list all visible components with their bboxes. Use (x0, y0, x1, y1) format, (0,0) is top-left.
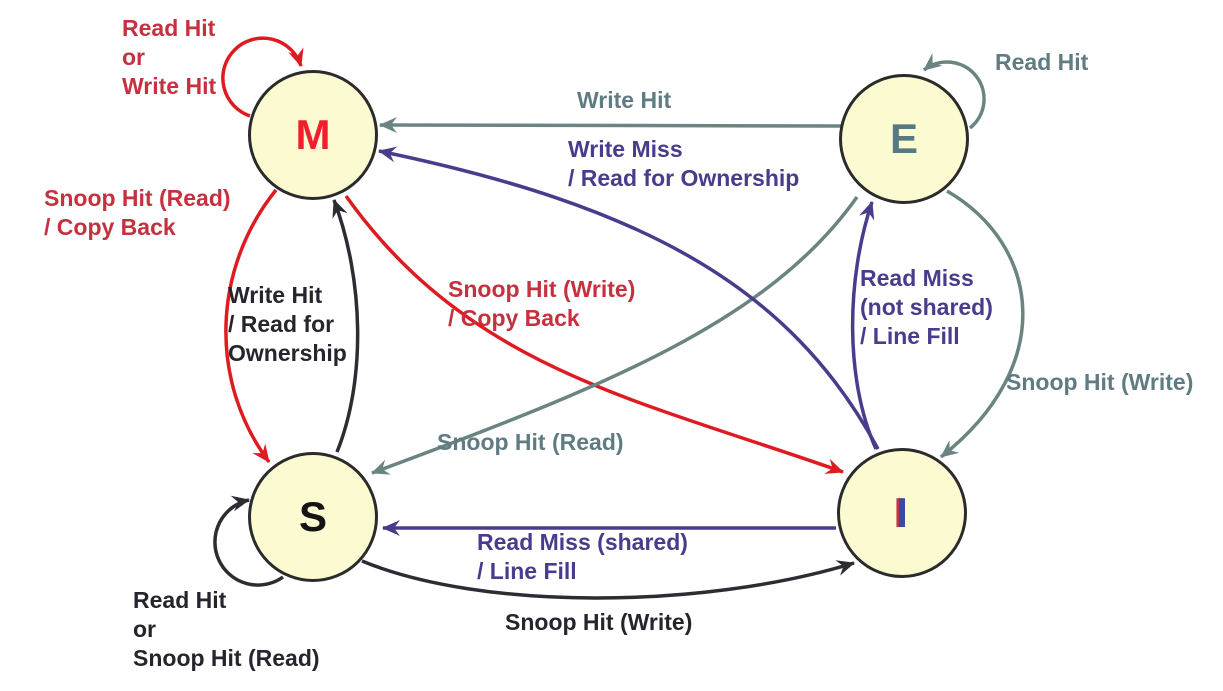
state-label-s: S (298, 493, 327, 540)
label-s-to-i-snoop-hit-write: Snoop Hit (Write) (505, 609, 693, 635)
edge-s-self-loop (213, 495, 285, 587)
state-label-i: I (896, 489, 908, 536)
label-e-to-s-snoop-hit-read: Snoop Hit (Read) (437, 429, 624, 455)
label-e-to-m-write-hit: Write Hit (577, 87, 672, 113)
state-node-i: I (837, 448, 967, 578)
edge-i-to-m (378, 146, 880, 450)
edge-s-to-i (361, 559, 855, 600)
state-label-e: E (889, 115, 918, 162)
edge-e-to-s (371, 195, 859, 475)
label-e-self-read-hit: Read Hit (995, 49, 1089, 75)
state-node-m: M (248, 70, 378, 200)
label-m-to-s-snoop-hit-read-copy-back: Snoop Hit (Read) / Copy Back (44, 185, 231, 240)
label-i-to-m-write-miss-rfo: Write Miss / Read for Ownership (568, 136, 800, 191)
edge-e-to-i (939, 189, 1025, 459)
label-e-to-i-snoop-hit-write: Snoop Hit (Write) (1006, 369, 1194, 395)
edge-s-to-m (332, 199, 360, 453)
edge-m-to-i (344, 194, 844, 474)
edge-e-to-m (379, 117, 842, 134)
label-m-self-read-or-write-hit: Read Hit or Write Hit (122, 15, 217, 99)
label-s-self-read-hit-or-snoop-hit-read: Read Hit or Snoop Hit (Read) (133, 587, 320, 671)
label-m-to-i-snoop-hit-write-copy-back: Snoop Hit (Write) / Copy Back (448, 276, 636, 331)
label-i-to-s-read-miss-shared: Read Miss (shared) / Line Fill (477, 529, 688, 584)
label-i-to-e-read-miss-not-shared: Read Miss (not shared) / Line Fill (860, 265, 993, 349)
edge-i-to-e (850, 201, 878, 450)
state-label-m: M (295, 111, 331, 158)
edge-m-to-s (224, 188, 278, 464)
label-s-to-m-write-hit-rfo: Write Hit / Read for Ownership (228, 282, 347, 366)
state-node-e: E (839, 74, 969, 204)
state-node-s: S (248, 452, 378, 582)
edge-m-self-loop (221, 36, 304, 118)
edge-e-self-loop (922, 53, 986, 130)
